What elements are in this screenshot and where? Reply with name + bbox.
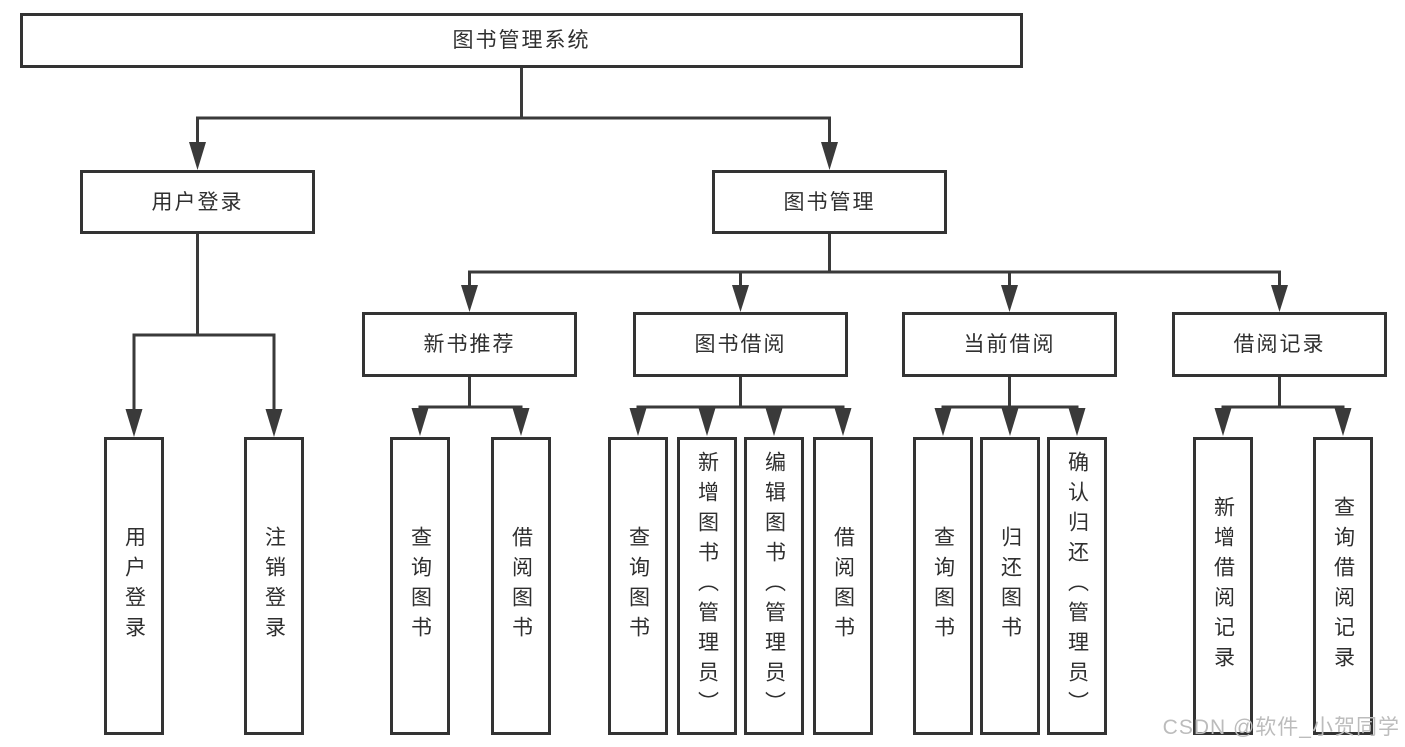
leaf-user-login-label: 用户登录 [122, 526, 146, 646]
leaf-borrow-books-label: 借阅图书 [831, 526, 855, 646]
leaf-borrow-books-recommend-label: 借阅图书 [509, 526, 533, 646]
node-user-login: 用户登录 [80, 170, 315, 234]
leaf-query-books-current: 查询图书 [913, 437, 973, 735]
leaf-confirm-return-admin: 确认归还（管理员） [1047, 437, 1107, 735]
node-book-borrow: 图书借阅 [633, 312, 848, 377]
watermark: CSDN @软件_小贺同学 [1162, 716, 1400, 739]
leaf-add-borrow-record: 新增借阅记录 [1193, 437, 1253, 735]
leaf-edit-book-admin: 编辑图书（管理员） [744, 437, 804, 735]
leaf-query-books-recommend-label: 查询图书 [408, 526, 432, 646]
node-borrow-record: 借阅记录 [1172, 312, 1387, 377]
leaf-edit-book-admin-label: 编辑图书（管理员） [762, 451, 786, 721]
leaf-query-books-recommend: 查询图书 [390, 437, 450, 735]
leaf-borrow-books-recommend: 借阅图书 [491, 437, 551, 735]
node-current-borrow-label: 当前借阅 [963, 333, 1056, 356]
node-user-login-label: 用户登录 [151, 190, 244, 214]
leaf-borrow-books: 借阅图书 [813, 437, 873, 735]
leaf-query-books-current-label: 查询图书 [931, 526, 955, 646]
leaf-user-login: 用户登录 [104, 437, 164, 735]
node-current-borrow: 当前借阅 [902, 312, 1117, 377]
leaf-logout-label: 注销登录 [262, 526, 286, 646]
node-new-book-recommend-label: 新书推荐 [423, 333, 516, 356]
node-borrow-record-label: 借阅记录 [1233, 333, 1326, 356]
leaf-add-book-admin-label: 新增图书（管理员） [695, 451, 719, 721]
leaf-query-borrow-record-label: 查询借阅记录 [1331, 496, 1355, 676]
leaf-return-books-label: 归还图书 [998, 526, 1022, 646]
leaf-confirm-return-admin-label: 确认归还（管理员） [1065, 451, 1089, 721]
node-root-label: 图书管理系统 [452, 29, 591, 52]
node-book-borrow-label: 图书借阅 [694, 333, 787, 356]
leaf-return-books: 归还图书 [980, 437, 1040, 735]
leaf-query-books-borrow-label: 查询图书 [626, 526, 650, 646]
node-book-management-label: 图书管理 [783, 190, 876, 214]
node-new-book-recommend: 新书推荐 [362, 312, 577, 377]
leaf-query-books-borrow: 查询图书 [608, 437, 668, 735]
leaf-add-book-admin: 新增图书（管理员） [677, 437, 737, 735]
leaf-add-borrow-record-label: 新增借阅记录 [1211, 496, 1235, 676]
node-book-management: 图书管理 [712, 170, 947, 234]
leaf-query-borrow-record: 查询借阅记录 [1313, 437, 1373, 735]
node-root: 图书管理系统 [20, 13, 1023, 68]
leaf-logout: 注销登录 [244, 437, 304, 735]
